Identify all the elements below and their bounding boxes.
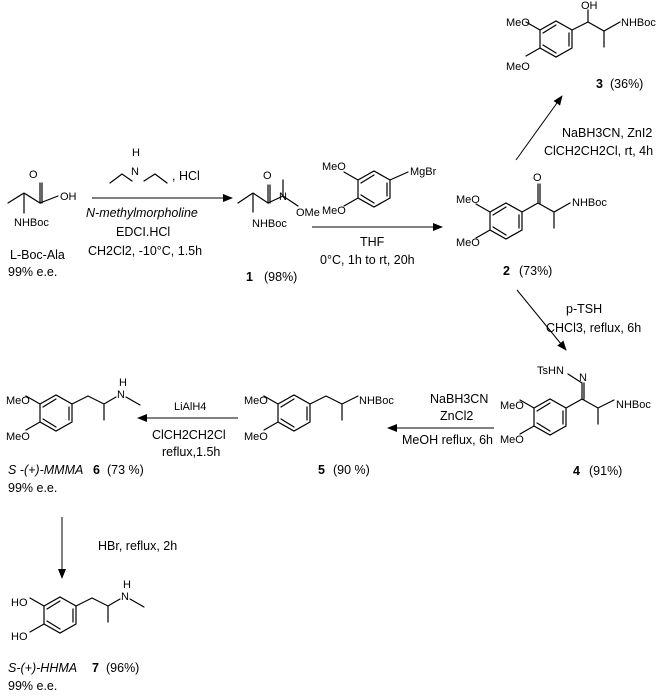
compound-7-yield: (96%) (106, 661, 139, 675)
atom-label: MeO (322, 161, 346, 173)
reagent-solvent-dce: ClCH2CH2Cl (152, 428, 226, 442)
atom-label: H (119, 377, 127, 389)
compound-3-structure: MeO MeO OH NHBoc (506, 0, 656, 73)
atom-label: HO (11, 597, 28, 609)
atom-label: NHBoc (252, 218, 287, 230)
reagent-coupling: EDCI.HCl (116, 225, 170, 239)
atom-label: MeO (506, 61, 530, 73)
enantiomeric-excess-label: 99% e.e. (8, 265, 57, 279)
atom-label: MeO (6, 395, 30, 407)
compound-7-ee: 99% e.e. (8, 679, 57, 693)
atom-label: NHBoc (14, 217, 49, 229)
compound-2-number: 2 (503, 264, 510, 278)
compound-1-yield: (98%) (264, 270, 297, 284)
compound-6-name: S -(+)-MMMA (8, 463, 83, 477)
weinreb-amine-structure: N H (109, 147, 168, 184)
compound-4-yield: (91%) (589, 464, 622, 478)
reagent-base: N-methylmorpholine (86, 206, 198, 220)
atom-label: N (117, 389, 125, 401)
compound-7-name: S-(+)-HHMA (8, 661, 77, 675)
compound-6-structure: MeO MeO N H (6, 377, 141, 443)
reagent-amine-hcl: , HCl (172, 169, 200, 183)
reagent-lewis-acid: ZnCl2 (440, 409, 473, 423)
atom-label: MeO (506, 17, 530, 29)
step6-conditions: reflux,1.5h (162, 445, 220, 459)
compound-3-number: 3 (596, 77, 603, 91)
compound-7-number: 7 (92, 661, 99, 675)
atom-label: MeO (6, 431, 30, 443)
atom-label: NHBoc (616, 399, 651, 411)
atom-label: N (131, 166, 139, 178)
atom-label: HO (11, 631, 28, 643)
compound-name-boc-ala: L-Boc-Ala (10, 248, 65, 262)
atom-label: N (279, 191, 287, 203)
atom-label: OH (581, 0, 598, 12)
reagent-reduction-2: NaBH3CN (430, 392, 488, 406)
atom-label: MeO (500, 434, 524, 446)
step3-conditions: ClCH2CH2Cl, rt, 4h (544, 144, 653, 158)
atom-label: H (132, 147, 140, 159)
atom-label: MeO (456, 194, 480, 206)
atom-label: MeO (244, 395, 268, 407)
compound-3-yield: (36%) (610, 77, 643, 91)
compound-6-yield: (73 %) (107, 463, 144, 477)
atom-label: NHBoc (572, 197, 607, 209)
compound-6-number: 6 (93, 463, 100, 477)
atom-label: O (263, 170, 272, 182)
atom-label: O (533, 172, 542, 184)
compound-5-number: 5 (318, 463, 325, 477)
atom-label: MeO (322, 205, 346, 217)
atom-label: N (121, 591, 129, 603)
atom-label: NHBoc (359, 395, 394, 407)
step5-conditions: MeOH reflux, 6h (402, 433, 493, 447)
atom-label: H (123, 579, 131, 591)
compound-5-yield: (90 %) (333, 463, 370, 477)
atom-label: MeO (244, 431, 268, 443)
atom-label: O (29, 169, 38, 181)
compound-1-number: 1 (246, 270, 253, 284)
compound-2-yield: (73%) (519, 264, 552, 278)
step1-conditions: CH2Cl2, -10°C, 1.5h (88, 244, 202, 258)
compound-7-structure: HO HO N H (11, 579, 145, 643)
boc-alanine-structure: O OH NHBoc (7, 169, 77, 229)
reaction-arrow-to-3 (515, 95, 563, 161)
reagent-tosylhydrazide: p-TSH (566, 302, 602, 316)
compound-1-structure: O N NHBoc OMe (237, 170, 320, 230)
step4-conditions: CHCl3, reflux, 6h (546, 321, 641, 335)
atom-label: N (579, 372, 587, 384)
atom-label: MeO (500, 400, 524, 412)
reagent-reduction-1: NaBH3CN, ZnI2 (562, 126, 652, 140)
atom-label: OMe (296, 207, 320, 219)
step7-conditions: HBr, reflux, 2h (98, 539, 177, 553)
atom-label: MeO (456, 237, 480, 249)
step2-conditions: 0°C, 1h to rt, 20h (320, 253, 415, 267)
grignard-reagent-structure: MeO MeO MgBr (322, 161, 437, 217)
atom-label: MgBr (410, 166, 437, 178)
reagent-solvent-thf: THF (360, 235, 385, 249)
reagent-lialh4: LiAlH4 (174, 401, 206, 413)
compound-6-ee: 99% e.e. (8, 481, 57, 495)
compound-4-number: 4 (573, 464, 580, 478)
compound-5-structure: MeO MeO NHBoc (244, 394, 394, 443)
atom-label: TsHN (537, 365, 564, 377)
reaction-arrow-to-4 (516, 289, 567, 351)
compound-4-structure: MeO MeO N TsHN NHBoc (500, 365, 651, 446)
atom-label: OH (60, 191, 77, 203)
compound-2-structure: MeO MeO O NHBoc (456, 172, 607, 249)
atom-label: NHBoc (621, 17, 656, 29)
